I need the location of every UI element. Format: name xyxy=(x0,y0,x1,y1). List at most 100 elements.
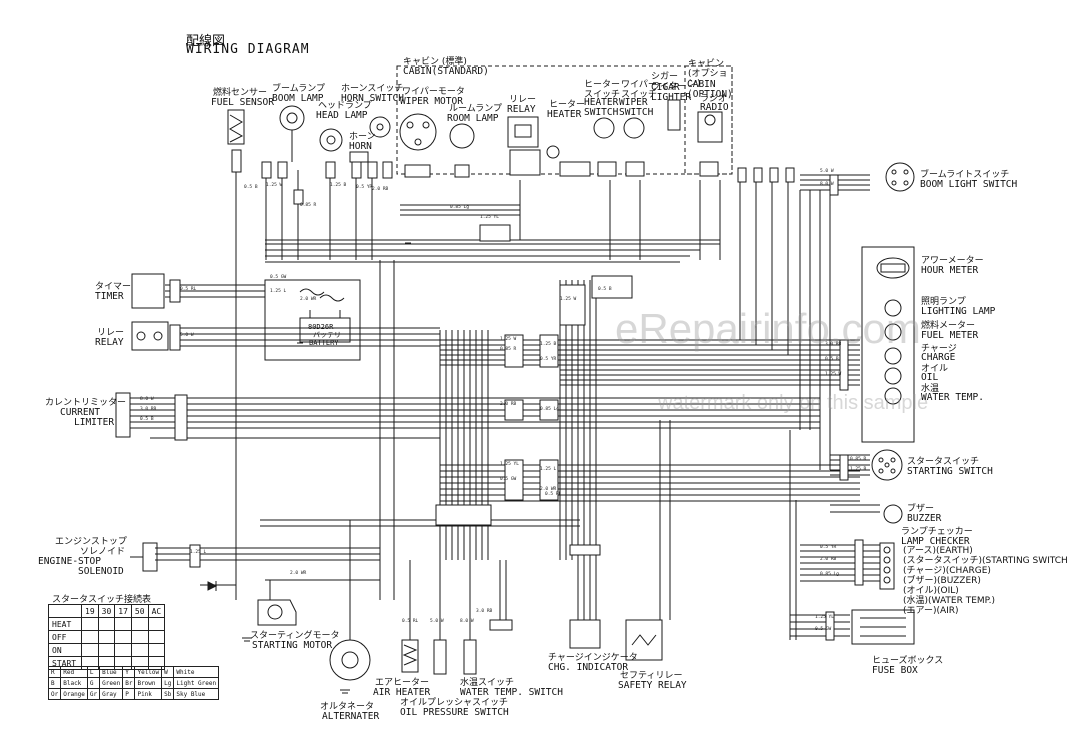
starting-motor-label-jp: スターティングモータ xyxy=(250,631,340,641)
wire-code-label: 1.25 B xyxy=(330,182,347,188)
wire-code-label: 0.85 Lg xyxy=(820,571,839,577)
relay-left-symbol xyxy=(131,321,169,351)
oil-pressure-switch-symbol xyxy=(433,639,447,675)
wire-code-label: 8.0 W xyxy=(140,396,154,402)
alternator-label: ALTERNATER xyxy=(322,711,380,722)
lamp-checker-earth: (アース)(EARTH) xyxy=(903,546,973,556)
starter-col: 50 xyxy=(130,604,149,618)
starter-table-row: ON xyxy=(48,643,166,657)
water-temp-switch-label-jp: 水温スイッチ xyxy=(460,678,515,688)
wire-code-label: 0.5 B xyxy=(598,286,612,292)
timer-label: TIMER xyxy=(95,291,124,302)
legend-cell: Br xyxy=(122,677,136,689)
lamp-checker-air: (エアー)(AIR) xyxy=(903,606,959,616)
head-lamp-label-jp: ヘッドランプ xyxy=(318,101,372,111)
wiper-switch-label: WIPER SWITCH xyxy=(619,97,654,118)
battery-region xyxy=(264,279,361,361)
wire-code-label: 0.85 Lg xyxy=(450,204,469,210)
starter-table-header: 19 30 17 50 AC xyxy=(48,604,166,618)
timer-symbol xyxy=(131,273,165,309)
water-temp-switch-symbol xyxy=(463,639,477,675)
boom-lamp-symbol xyxy=(279,105,305,131)
starting-switch-label: STARTING SWITCH xyxy=(907,466,993,477)
lamp-checker-symbol xyxy=(879,542,895,590)
boom-light-switch-label-jp: ブームライトスイッチ xyxy=(920,170,1010,180)
head-lamp-label: HEAD LAMP xyxy=(316,110,368,121)
starting-motor-label: STARTING MOTOR xyxy=(252,640,333,651)
legend-cell: Red xyxy=(60,666,88,678)
buzzer-symbol xyxy=(883,504,903,524)
fuel-meter-label: FUEL METER xyxy=(921,330,979,341)
wire-code-label: 0.5 YR xyxy=(820,544,837,550)
fuse-box-symbol xyxy=(851,609,915,645)
legend-cell: G xyxy=(86,677,101,689)
legend-cell: Yellow xyxy=(134,666,163,678)
legend-cell: White xyxy=(173,666,220,678)
room-lamp-symbol xyxy=(449,123,475,149)
oil-label-jp: オイル xyxy=(921,364,949,374)
battery-type-label: 80D26R xyxy=(308,323,334,331)
wire-code-label: 1.25 YL xyxy=(500,461,519,467)
charge-lamp-symbol xyxy=(884,347,902,365)
cabin-option-label: CABIN (OPTION) xyxy=(687,79,733,100)
wire-code-label: 0.5 GW xyxy=(270,274,287,280)
legend-cell: Green xyxy=(99,677,124,689)
starting-switch-label-jp: スタータスイッチ xyxy=(907,457,980,467)
wiper-motor-symbol xyxy=(399,113,437,151)
radio-label: RADIO xyxy=(700,102,729,113)
legend-cell: Brown xyxy=(134,677,163,689)
boom-light-switch-symbol xyxy=(885,162,915,192)
horn-label-jp: ホーン xyxy=(349,132,376,142)
connectors xyxy=(169,149,864,641)
wire-code-label: 2.0 WR xyxy=(540,486,557,492)
lamp-checker-buzzer: (ブザー)(BUZZER) xyxy=(903,576,981,586)
alternator-symbol xyxy=(329,639,371,681)
horn-symbol xyxy=(349,151,369,163)
harness-verticals xyxy=(235,170,831,640)
legend-cell: Sb xyxy=(161,688,175,700)
legend-cell: L xyxy=(86,666,101,678)
wire-code-label: 1.25 B xyxy=(540,341,557,347)
wire-code-label: 0.5 B xyxy=(140,416,154,422)
legend-cell: Y xyxy=(122,666,136,678)
relay-left-label: RELAY xyxy=(95,337,124,348)
air-heater-label: AIR HEATER xyxy=(373,687,431,698)
lamp-checker-oil: (オイル)(OIL) xyxy=(903,586,959,596)
wire-code-label: 1.25 YL xyxy=(480,214,499,220)
wiper-motor-label-jp: ワイパーモータ xyxy=(402,87,465,97)
lamp-checker-charge: (チャージ)(CHARGE) xyxy=(903,566,991,576)
water-temp-switch-label: WATER TEMP. SWITCH xyxy=(460,687,563,698)
safety-relay-label: SAFETY RELAY xyxy=(618,680,687,691)
hour-meter-label: HOUR METER xyxy=(921,265,979,276)
lighting-lamp-symbol xyxy=(884,299,902,317)
cabin-standard-label: CABIN(STANDARD) xyxy=(403,66,489,77)
heater-label: HEATER xyxy=(547,109,582,120)
wire-code-label: 5.0 W xyxy=(180,332,194,338)
wire-code-label: 1.25 W xyxy=(266,182,283,188)
current-limiter-label-2: LIMITER xyxy=(74,417,115,428)
wire-code-label: 0.5 YR xyxy=(356,184,373,190)
legend-cell: W xyxy=(161,666,175,678)
legend-cell: Or xyxy=(47,688,62,700)
oil-lamp-symbol xyxy=(884,367,902,385)
wire-code-label: 5.0 W xyxy=(820,168,834,174)
page-title: WIRING DIAGRAM xyxy=(186,42,310,57)
buzzer-label-jp: ブザー xyxy=(907,504,935,514)
cabin-standard-label-jp: キャビン (標準) xyxy=(403,57,467,67)
engine-stop-label-2: SOLENOID xyxy=(78,566,124,577)
lamp-checker-label: LAMP CHECKER xyxy=(901,536,970,547)
legend-cell: Gray xyxy=(99,688,124,700)
horn-switch-label-jp: ホーンスイッチ xyxy=(341,84,404,94)
ground-symbols xyxy=(242,239,413,694)
horn-switch-symbol xyxy=(369,116,391,138)
wire-code-label: 1.25 B xyxy=(850,466,867,472)
cigar-lighter-symbol xyxy=(667,99,681,131)
legend-cell: Light Green xyxy=(173,677,220,689)
cigar-lighter-label-jp: シガー ライター xyxy=(651,72,687,92)
starter-switch-table: 19 30 17 50 AC HEAT OFF ON START xyxy=(48,604,166,670)
starter-table-row: OFF xyxy=(48,630,166,644)
wire-code-label: 1.25 L xyxy=(270,288,287,294)
wire-code-label: 2.0 WR xyxy=(290,570,307,576)
hour-meter-label-jp: アワーメーター xyxy=(921,256,984,266)
